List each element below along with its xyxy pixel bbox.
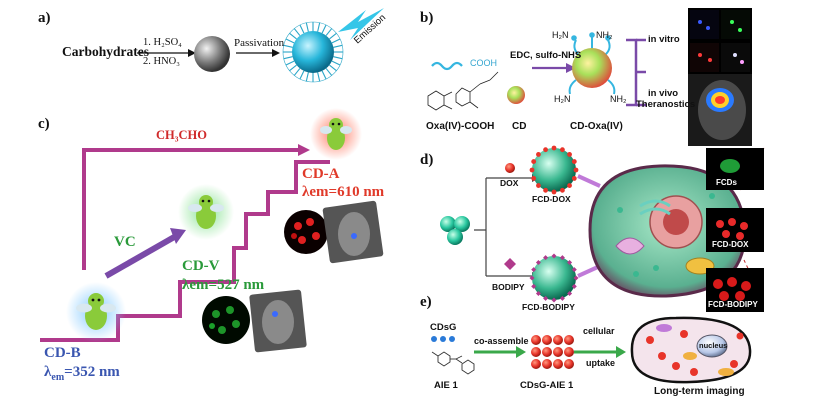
aie-label: AIE 1 bbox=[434, 380, 458, 391]
in-vivo-label: in vivo bbox=[648, 88, 679, 99]
panel-c bbox=[40, 108, 384, 353]
fcd-cluster bbox=[440, 216, 470, 245]
panel-b bbox=[427, 8, 752, 146]
panel-e-label: e) bbox=[420, 294, 432, 310]
vc-label: VC bbox=[114, 234, 136, 250]
panel-c-label: c) bbox=[38, 116, 50, 132]
panel-b-label: b) bbox=[420, 10, 434, 26]
cd-a-label: CD-A bbox=[302, 166, 340, 182]
nh2-top-label: NH₂ bbox=[596, 30, 613, 40]
micrograph-fcds-label: FCDs bbox=[716, 178, 737, 187]
reactant-label: Carbohydrates bbox=[62, 44, 149, 59]
aie-structure-icon bbox=[431, 351, 475, 375]
passivated-carbon-dot bbox=[282, 21, 344, 83]
cooh-label: COOH bbox=[470, 58, 497, 68]
cdsg-dots-icon bbox=[431, 336, 455, 342]
oxa-label: Oxa(IV)-COOH bbox=[426, 121, 495, 132]
fcd-bodipy-particle bbox=[529, 253, 579, 303]
cd-a-bug-icon bbox=[310, 108, 362, 160]
ch3cho-path-line bbox=[82, 148, 300, 270]
cd-label: CD bbox=[512, 121, 527, 132]
passivation-label: Passivation bbox=[234, 37, 285, 49]
cd-oxa-label: CD-Oxa(IV) bbox=[570, 121, 623, 132]
energy-staircase-line bbox=[40, 160, 330, 342]
bare-carbon-dot-sphere bbox=[194, 36, 230, 72]
dox-label: DOX bbox=[500, 178, 519, 188]
long-term-imaging-label: Long-term imaging bbox=[654, 386, 745, 397]
panel-e bbox=[431, 316, 752, 384]
cd-v-micrographs bbox=[202, 289, 307, 353]
cd-a-emission-label: λem=610 nm bbox=[302, 184, 385, 200]
reagents-label: EDC, sulfo-NHS bbox=[510, 50, 582, 61]
imaging-cell-illustration bbox=[630, 316, 752, 384]
emission-lightning-icon bbox=[338, 8, 384, 40]
in-vivo-image bbox=[688, 74, 752, 146]
cd-oxa-particle bbox=[568, 32, 616, 95]
panel-a bbox=[137, 8, 384, 83]
ch3cho-label: CH₃CHO bbox=[156, 128, 207, 142]
bodipy-diamond-icon bbox=[504, 258, 516, 270]
fcd-bodipy-label: FCD-BODIPY bbox=[522, 302, 575, 312]
oxa-structure-icon bbox=[427, 71, 499, 111]
cdsg-label: CDsG bbox=[430, 322, 457, 333]
micrograph-fcd-bodipy-label: FCD-BODIPY bbox=[708, 300, 758, 309]
micrograph-fcd-dox-label: FCD-DOX bbox=[712, 240, 749, 249]
fcd-dox-particle bbox=[529, 145, 579, 195]
step2-label: 2. HNO₃ bbox=[143, 56, 180, 67]
cdsg-aie-nanoparticle-grid bbox=[531, 335, 574, 369]
cell-illustration bbox=[588, 164, 747, 298]
dox-ball-icon bbox=[505, 163, 515, 173]
nh2-bottom-label: NH₂ bbox=[610, 94, 627, 104]
co-assemble-label: co-assemble bbox=[474, 336, 529, 346]
cd-b-bug-icon bbox=[66, 282, 126, 342]
cdsg-aie-label: CDsG-AIE 1 bbox=[520, 380, 574, 391]
cellular-label: cellular bbox=[583, 326, 615, 336]
cd-a-micrographs bbox=[284, 200, 384, 264]
bodipy-label: BODIPY bbox=[492, 282, 525, 292]
h2n-top-label: H₂N bbox=[552, 30, 569, 40]
in-vitro-micrographs bbox=[688, 8, 752, 74]
step1-label: 1. H₂SO₄ bbox=[143, 37, 182, 48]
cd-b-emission-label: λem=352 nm bbox=[44, 364, 120, 383]
cd-v-label: CD-V bbox=[182, 258, 220, 274]
in-vitro-label: in vitro bbox=[648, 34, 680, 45]
panel-a-label: a) bbox=[38, 10, 51, 26]
h2n-bottom-label: H₂N bbox=[554, 94, 571, 104]
theranostics-label: Theranostics bbox=[636, 99, 696, 110]
cd-v-bug-icon bbox=[178, 184, 234, 240]
fcd-dox-label: FCD-DOX bbox=[532, 194, 571, 204]
panel-d-label: d) bbox=[420, 152, 434, 168]
nucleus-label: nucleus bbox=[699, 341, 728, 350]
fcd-side-micrographs bbox=[706, 148, 764, 312]
panel-d bbox=[440, 145, 765, 312]
cd-v-emission-label: λem=527 nm bbox=[182, 277, 265, 293]
cd-b-label: CD-B bbox=[44, 345, 81, 361]
uptake-label: uptake bbox=[586, 358, 616, 368]
